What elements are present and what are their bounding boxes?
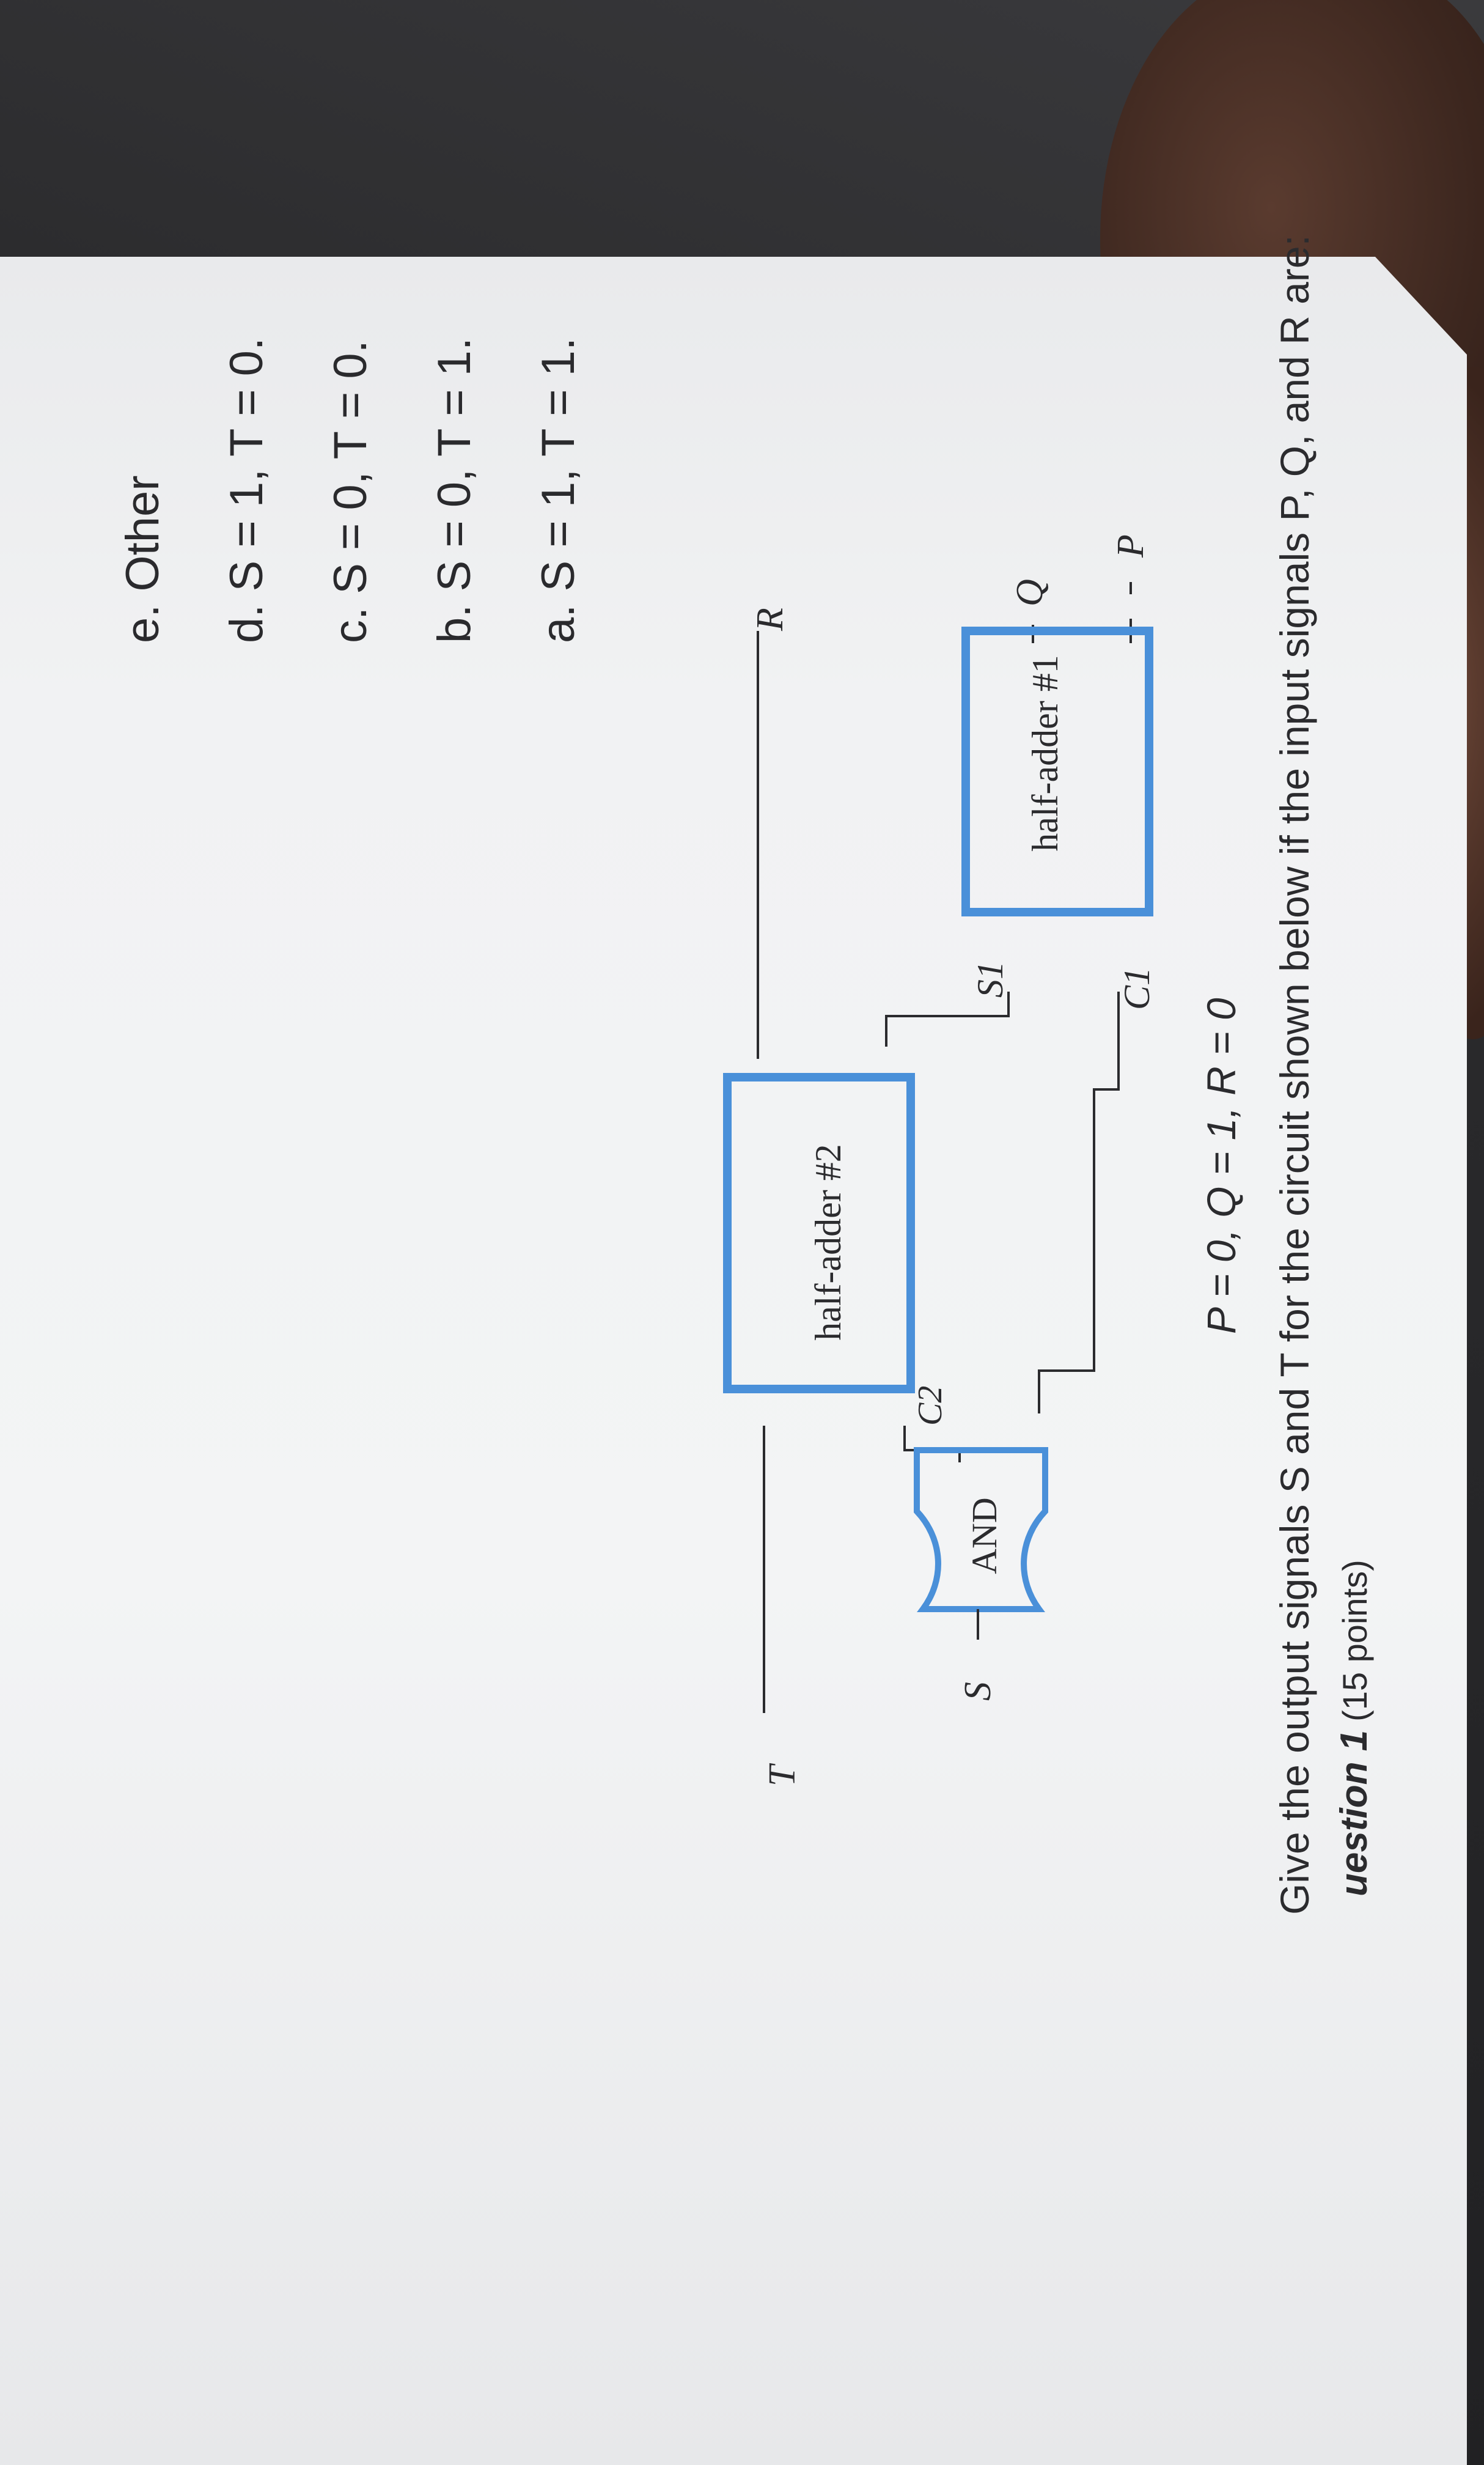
and-gate bbox=[914, 1447, 1048, 1612]
choice-a-letter: a. bbox=[532, 604, 584, 643]
c1-label: C1 bbox=[1117, 967, 1157, 1010]
choice-a: a. S = 1, T = 1. bbox=[532, 337, 585, 643]
choice-d-text: S = 1, T = 0. bbox=[221, 337, 273, 592]
half-adder-2-label: half-adder #2 bbox=[808, 1144, 848, 1341]
half-adder-2-box bbox=[723, 1073, 915, 1393]
input-r-label: R bbox=[749, 608, 791, 632]
output-t-label: T bbox=[762, 1763, 803, 1786]
half-adder-1-box bbox=[961, 627, 1153, 916]
choice-a-text: S = 1, T = 1. bbox=[532, 337, 584, 592]
choice-e-text: Other bbox=[117, 475, 169, 592]
choice-b-text: S = 0, T = 1. bbox=[428, 337, 480, 592]
output-s-label: S bbox=[957, 1682, 999, 1701]
choice-c: c. S = 0, T = 0. bbox=[324, 340, 377, 643]
half-adder-1-label: half-adder #1 bbox=[1025, 655, 1065, 852]
choice-e: e. Other bbox=[116, 475, 169, 643]
choice-b-letter: b. bbox=[428, 604, 480, 643]
choice-b: b. S = 0, T = 1. bbox=[428, 337, 481, 643]
input-p-label: P bbox=[1110, 534, 1152, 558]
input-q-label: Q bbox=[1009, 579, 1051, 606]
choice-e-letter: e. bbox=[117, 604, 169, 643]
choice-d: d. S = 1, T = 0. bbox=[220, 337, 273, 643]
choice-d-letter: d. bbox=[221, 604, 273, 643]
paper-sheet bbox=[0, 257, 1467, 2465]
c2-label: C2 bbox=[911, 1386, 949, 1426]
and-gate-label: AND bbox=[964, 1497, 1004, 1574]
choice-c-letter: c. bbox=[325, 606, 377, 643]
choice-c-text: S = 0, T = 0. bbox=[325, 340, 377, 594]
s1-label: S1 bbox=[970, 961, 1010, 998]
